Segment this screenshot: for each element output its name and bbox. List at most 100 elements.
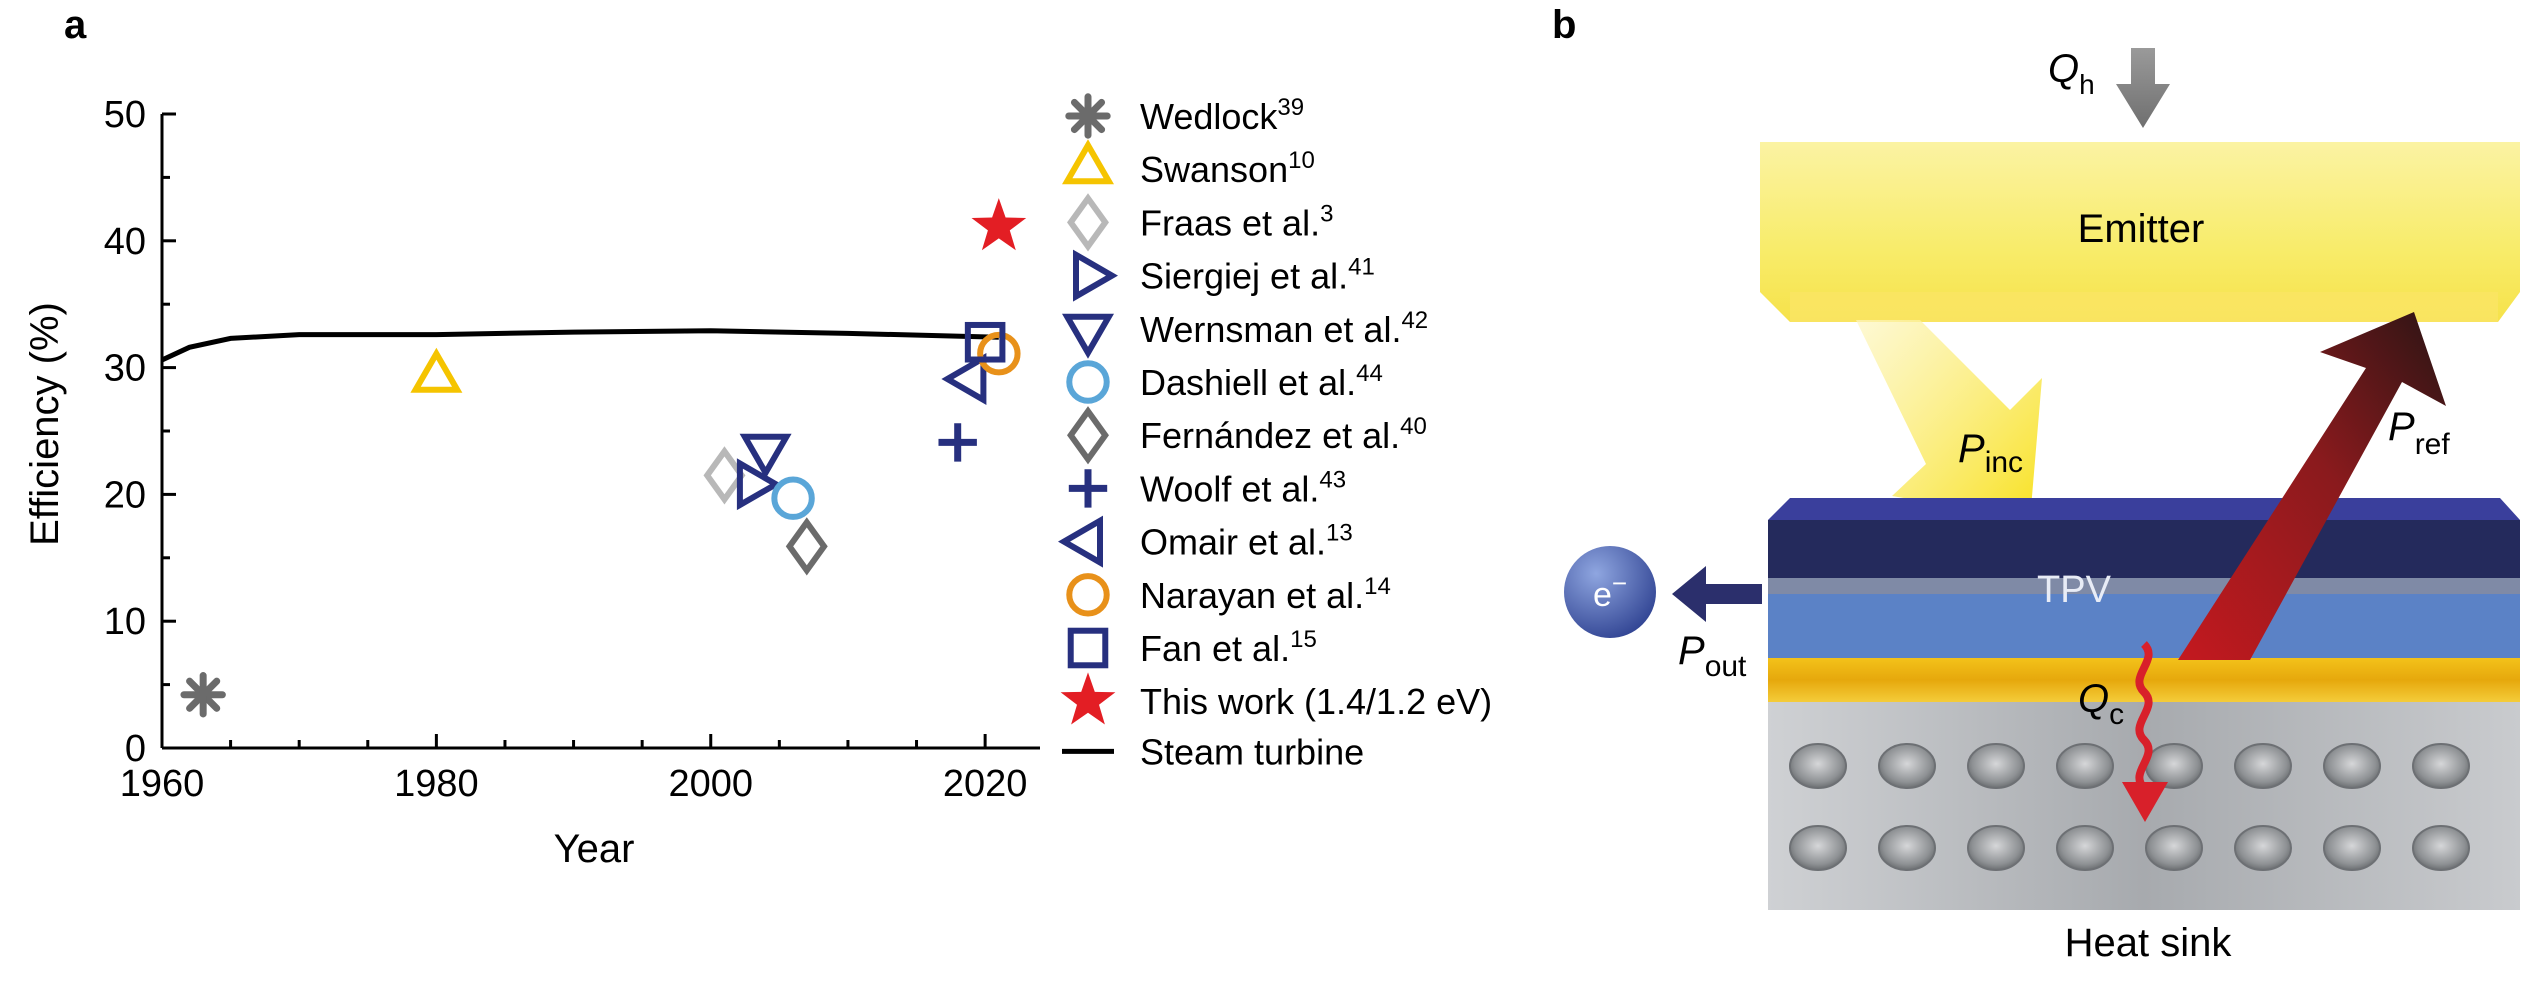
data-point-9	[977, 331, 1021, 376]
legend-entry: Dashiell et al.44	[1140, 360, 1383, 403]
p-inc-label: Pinc	[1958, 427, 2023, 479]
x-tick-label: 2000	[668, 763, 753, 805]
heat-sink-hole	[2412, 743, 2470, 789]
data-point-8	[941, 353, 987, 405]
legend-marker-2	[1067, 193, 1109, 252]
legend-marker-8	[1058, 515, 1103, 568]
electron-label: e−	[1593, 568, 1627, 614]
qh-main: Q	[2048, 47, 2079, 91]
legend-marker-6	[1067, 406, 1109, 465]
tpv-label: TPV	[2037, 569, 2112, 611]
p-ref-arrow	[2178, 312, 2446, 660]
heat-sink-hole	[2323, 825, 2381, 871]
p-out-arrow	[1672, 566, 1762, 622]
heat-sink-hole	[2234, 743, 2292, 789]
emitter-label: Emitter	[2078, 207, 2205, 251]
heat-sink-hole	[2056, 743, 2114, 789]
legend-marker-3	[1073, 249, 1118, 302]
legend-entry: Fernández et al.40	[1140, 413, 1427, 456]
y-axis-label: Efficiency (%)	[23, 302, 67, 546]
legend-entry: Wernsman et al.42	[1140, 307, 1428, 350]
heat-sink-hole	[1878, 743, 1936, 789]
heat-sink-hole	[2145, 743, 2203, 789]
p-inc-main: P	[1958, 427, 1985, 471]
heat-sink-hole	[2323, 743, 2381, 789]
p-out-sub: out	[1705, 650, 1747, 683]
legend-marker-11	[1060, 672, 1116, 725]
heat-sink-hole	[2145, 825, 2203, 871]
x-tick-label: 1980	[394, 763, 479, 805]
panel-b-label: b	[1552, 3, 1576, 47]
legend-marker-4	[1062, 313, 1114, 359]
tpv-diagram: Qh Emitter Pinc TPV Heat sink Pref Qc	[1564, 47, 2520, 965]
efficiency-chart: 0 10 20 30 40 50 1960 1980 2000 2020 Year Efficie…	[23, 93, 1492, 871]
qh-sub: h	[2079, 69, 2095, 100]
qc-wavy-arrow	[2135, 641, 2153, 791]
electron-sphere	[1564, 546, 1656, 638]
p-inc-arrow	[1856, 320, 2042, 520]
legend-marker-0	[1065, 93, 1111, 139]
heat-sink-hole	[1967, 825, 2025, 871]
heat-sink-label: Heat sink	[2065, 921, 2233, 965]
heat-sink-hole	[2412, 825, 2470, 871]
legend-entry: Fan et al.15	[1140, 626, 1317, 669]
y-tick-label: 40	[104, 221, 146, 263]
tpv-top-face	[1768, 498, 2520, 520]
legend-entry: This work (1.4/1.2 eV)	[1140, 681, 1492, 722]
legend-entry: Fraas et al.3	[1140, 200, 1333, 243]
electron-sup: −	[1612, 568, 1627, 598]
data-point-0	[180, 672, 226, 718]
p-ref-label: Pref	[2388, 405, 2450, 461]
heat-sink-hole	[1789, 743, 1847, 789]
qc-sub: c	[2109, 698, 2124, 731]
y-tick-label: 20	[104, 474, 146, 516]
y-tick-label: 0	[125, 728, 146, 770]
p-ref-main: P	[2388, 405, 2415, 449]
heat-sink-hole	[1878, 825, 1936, 871]
chart-markers	[180, 198, 1027, 718]
data-point-1	[410, 347, 463, 393]
qh-arrow	[2116, 48, 2170, 128]
panel-a-label: a	[64, 3, 87, 47]
legend-marker-10	[1067, 627, 1109, 669]
p-out-label: Pout	[1678, 629, 1747, 683]
y-tick-label: 50	[104, 94, 146, 136]
emitter-slab	[1760, 142, 2520, 322]
x-tick-label: 2020	[943, 763, 1028, 805]
legend-entry: Siergiej et al.41	[1140, 254, 1375, 297]
x-tick-label: 1960	[120, 763, 205, 805]
p-inc-sub: inc	[1985, 446, 2023, 479]
p-out-main: P	[1678, 629, 1705, 673]
data-point-2	[703, 446, 746, 505]
y-tick-label: 10	[104, 601, 146, 643]
tpv-grey-stripe	[1768, 578, 2520, 594]
data-point-5	[771, 476, 815, 520]
data-point-7	[938, 423, 977, 462]
data-point-4	[739, 433, 792, 479]
legend-marker-9	[1066, 573, 1110, 617]
steam-turbine-line	[160, 328, 999, 363]
heat-sink-hole	[1967, 743, 2025, 789]
data-point-10	[964, 321, 1006, 363]
y-tick-label: 30	[104, 348, 146, 390]
legend-entry: Omair et al.13	[1140, 520, 1353, 563]
qc-label: Qc	[2078, 677, 2124, 731]
p-ref-sub: ref	[2415, 428, 2451, 461]
heat-sink-hole	[2234, 825, 2292, 871]
x-axis-label: Year	[554, 827, 635, 871]
heat-sink-holes	[1789, 743, 2470, 871]
chart-axes: 0 10 20 30 40 50 1960 1980 2000 2020	[104, 94, 1040, 805]
heat-sink-hole	[1789, 825, 1847, 871]
legend-entry: Wedlock39	[1140, 94, 1304, 137]
emitter-bottom-face	[1790, 292, 2498, 322]
legend-entry: Woolf et al.43	[1140, 466, 1346, 509]
qc-main: Q	[2078, 677, 2109, 721]
electron-main: e	[1593, 576, 1612, 614]
legend-entry: Swanson10	[1140, 147, 1315, 190]
legend-entry: Steam turbine	[1140, 731, 1364, 772]
legend-marker-7	[1068, 469, 1108, 508]
tpv-dark-layer	[1768, 520, 2520, 578]
data-point-11	[971, 198, 1027, 251]
